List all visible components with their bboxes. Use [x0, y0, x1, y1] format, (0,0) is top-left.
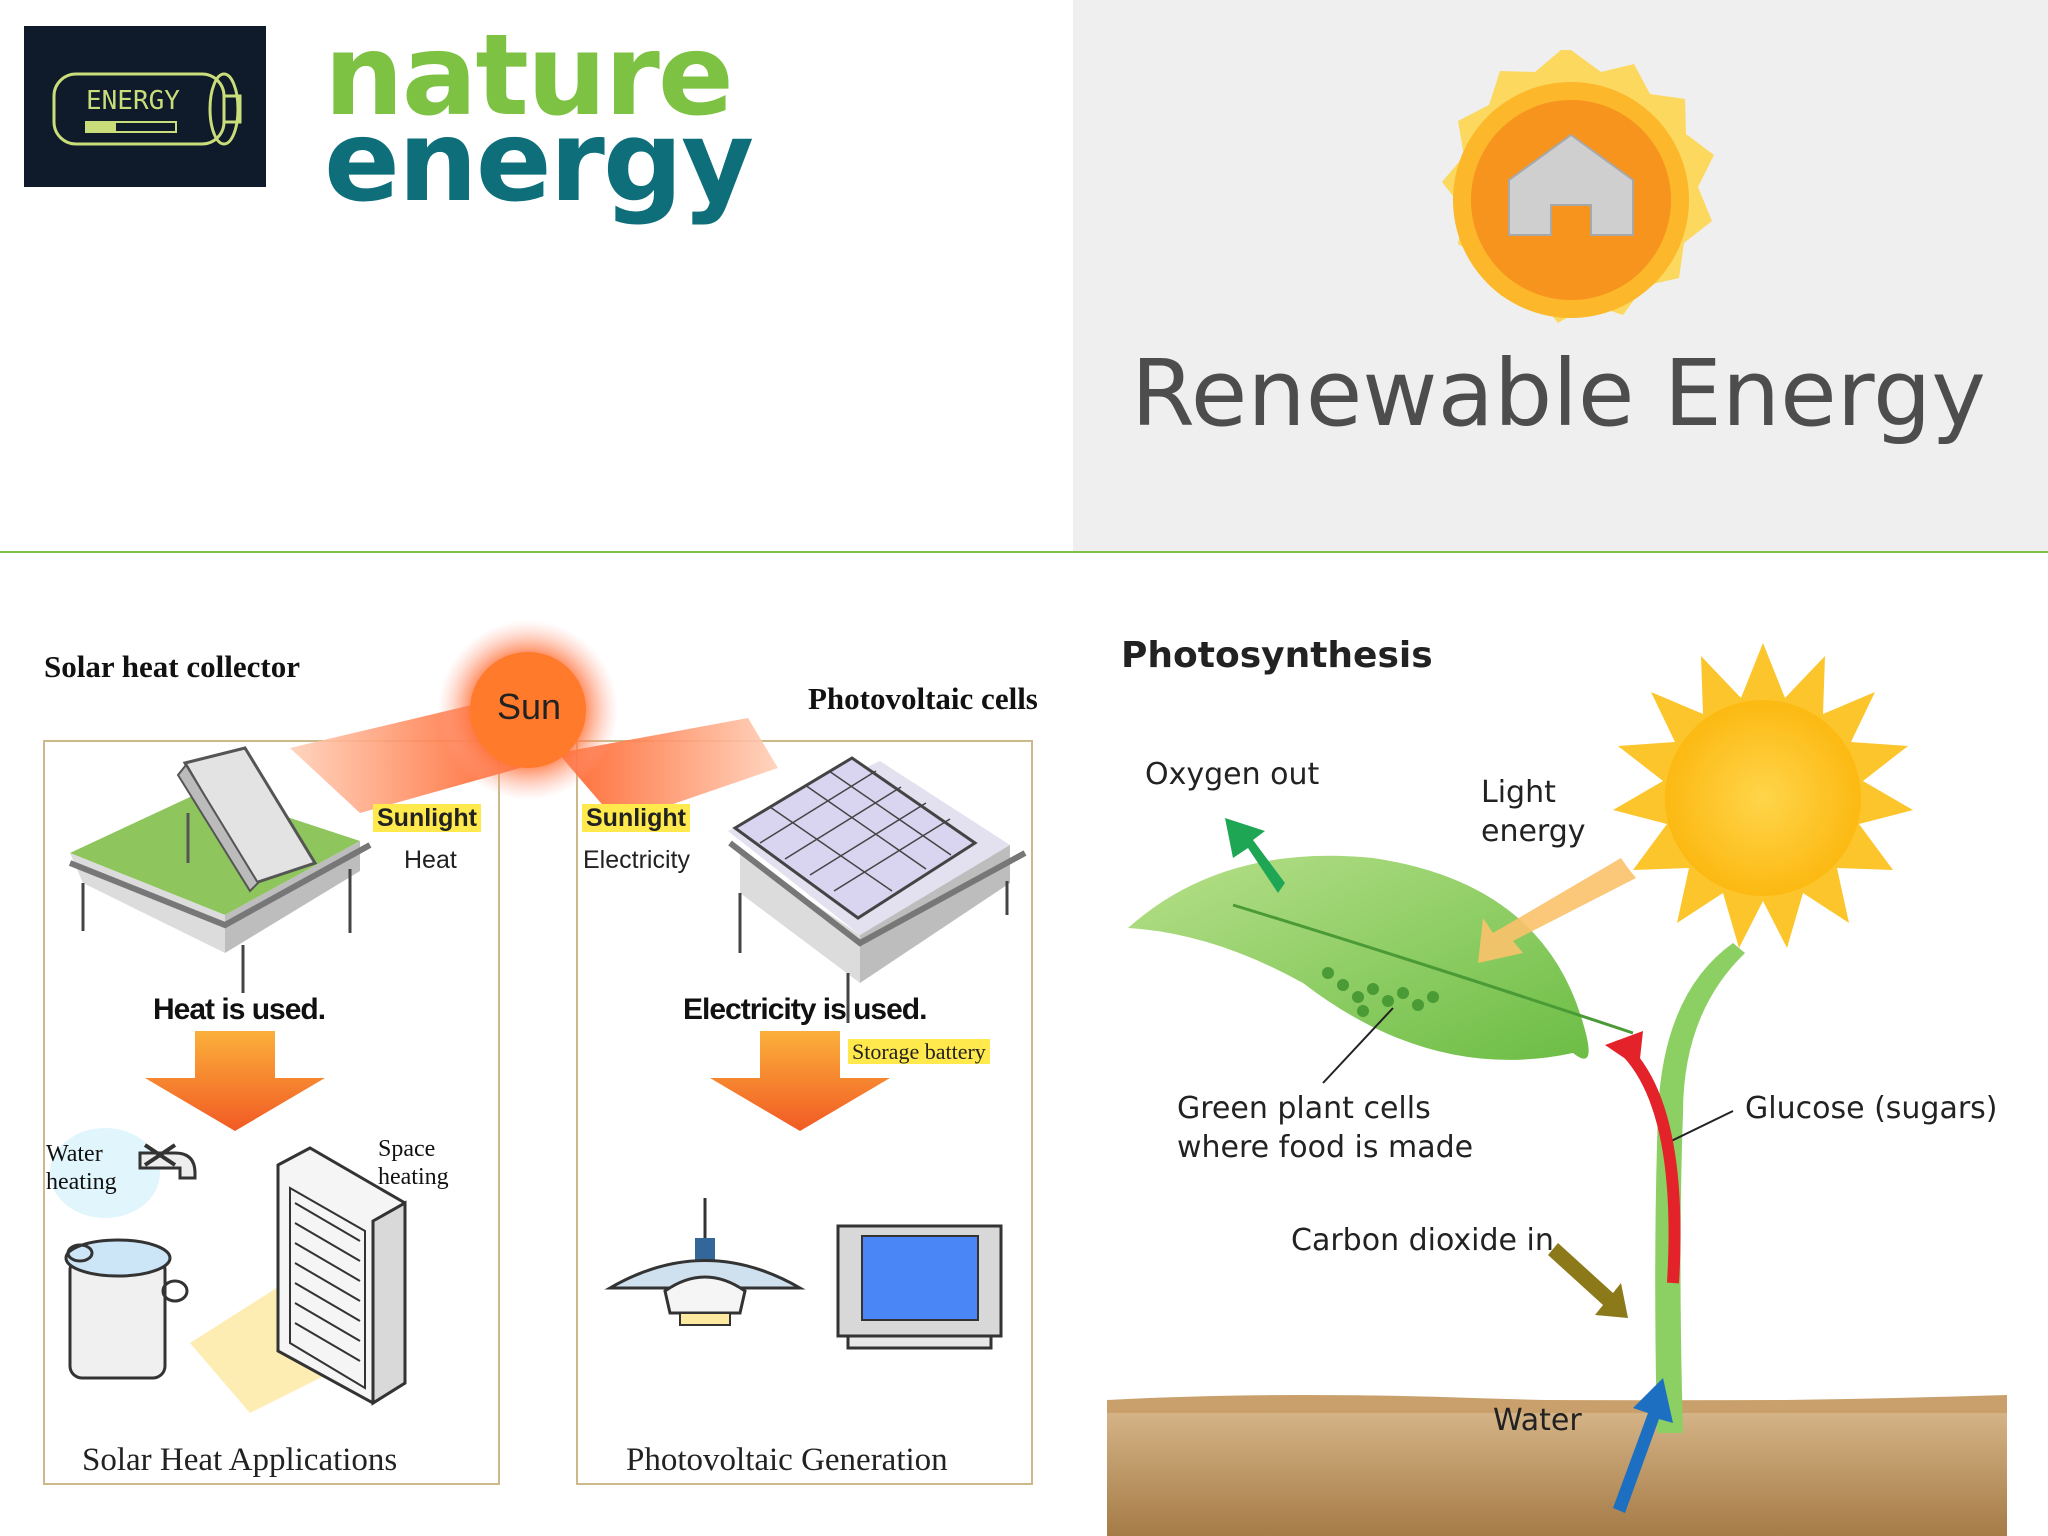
water-label: Water	[1493, 1403, 1582, 1438]
light-energy-arrow	[1478, 858, 1636, 963]
lamp-icon	[604, 1198, 806, 1326]
co2-label: Carbon dioxide in	[1291, 1223, 1554, 1258]
elec-used-label: Electricity is used.	[683, 993, 927, 1026]
plant-leaf	[1128, 855, 1589, 1060]
sun-house-logo	[1442, 50, 1714, 323]
plant-stem	[1655, 943, 1745, 1433]
heat-used-label: Heat is used.	[153, 993, 326, 1026]
nature-energy-panel: ENERGY nature energy	[0, 0, 1073, 553]
water-in-arrow	[1613, 1378, 1673, 1513]
left-conversion-bottom: Heat	[404, 846, 457, 874]
oxygen-label: Oxygen out	[1145, 757, 1320, 792]
heat-down-arrow	[145, 1031, 325, 1131]
right-conversion-bottom: Electricity	[583, 846, 690, 874]
space-heater-icon	[190, 1146, 407, 1413]
pv-label: Photovoltaic cells	[808, 681, 1038, 716]
renewable-energy-panel: Renewable Energy	[1073, 0, 2048, 553]
sun-label: Sun	[497, 686, 562, 727]
glucose-arrow	[1623, 1048, 1681, 1284]
energy-badge-text: ENERGY	[86, 86, 180, 116]
collector-label: Solar heat collector	[44, 649, 300, 684]
soil	[1107, 1400, 2007, 1536]
storage-battery-label: Storage battery	[848, 1039, 990, 1065]
sun-rays-icon	[1613, 643, 1913, 948]
pv-panel-icon	[732, 756, 978, 920]
right-footer-label: Photovoltaic Generation	[626, 1442, 948, 1478]
right-house	[728, 756, 1027, 1023]
oxygen-out-arrow	[1225, 818, 1285, 893]
battery-icon	[52, 72, 242, 146]
house-icon	[1508, 133, 1634, 236]
right-conversion-top: Sunlight	[582, 804, 690, 833]
solar-energy-diagram: Solar heat collector Sun Photovoltaic ce…	[0, 553, 1073, 1536]
electricity-down-arrow	[710, 1031, 890, 1131]
renewable-energy-title: Renewable Energy	[1131, 340, 1986, 447]
photosynthesis-title: Photosynthesis	[1121, 635, 1433, 676]
plant-cells	[1322, 967, 1439, 1017]
glucose-label: Glucose (sugars)	[1745, 1091, 1998, 1126]
water-heating-icon	[50, 1128, 197, 1380]
left-conversion-top: Sunlight	[373, 804, 481, 833]
logo-word-energy: energy	[324, 97, 754, 227]
logo-word-nature: nature	[324, 11, 734, 141]
left-house	[68, 746, 372, 993]
left-footer-label: Solar Heat Applications	[82, 1442, 398, 1478]
co2-in-arrow	[1548, 1243, 1628, 1318]
photosynthesis-graphics	[1107, 643, 2007, 1536]
solar-diagram-graphics	[43, 620, 1033, 1485]
tv-icon	[836, 1224, 1003, 1350]
energy-badge: ENERGY	[24, 26, 266, 187]
